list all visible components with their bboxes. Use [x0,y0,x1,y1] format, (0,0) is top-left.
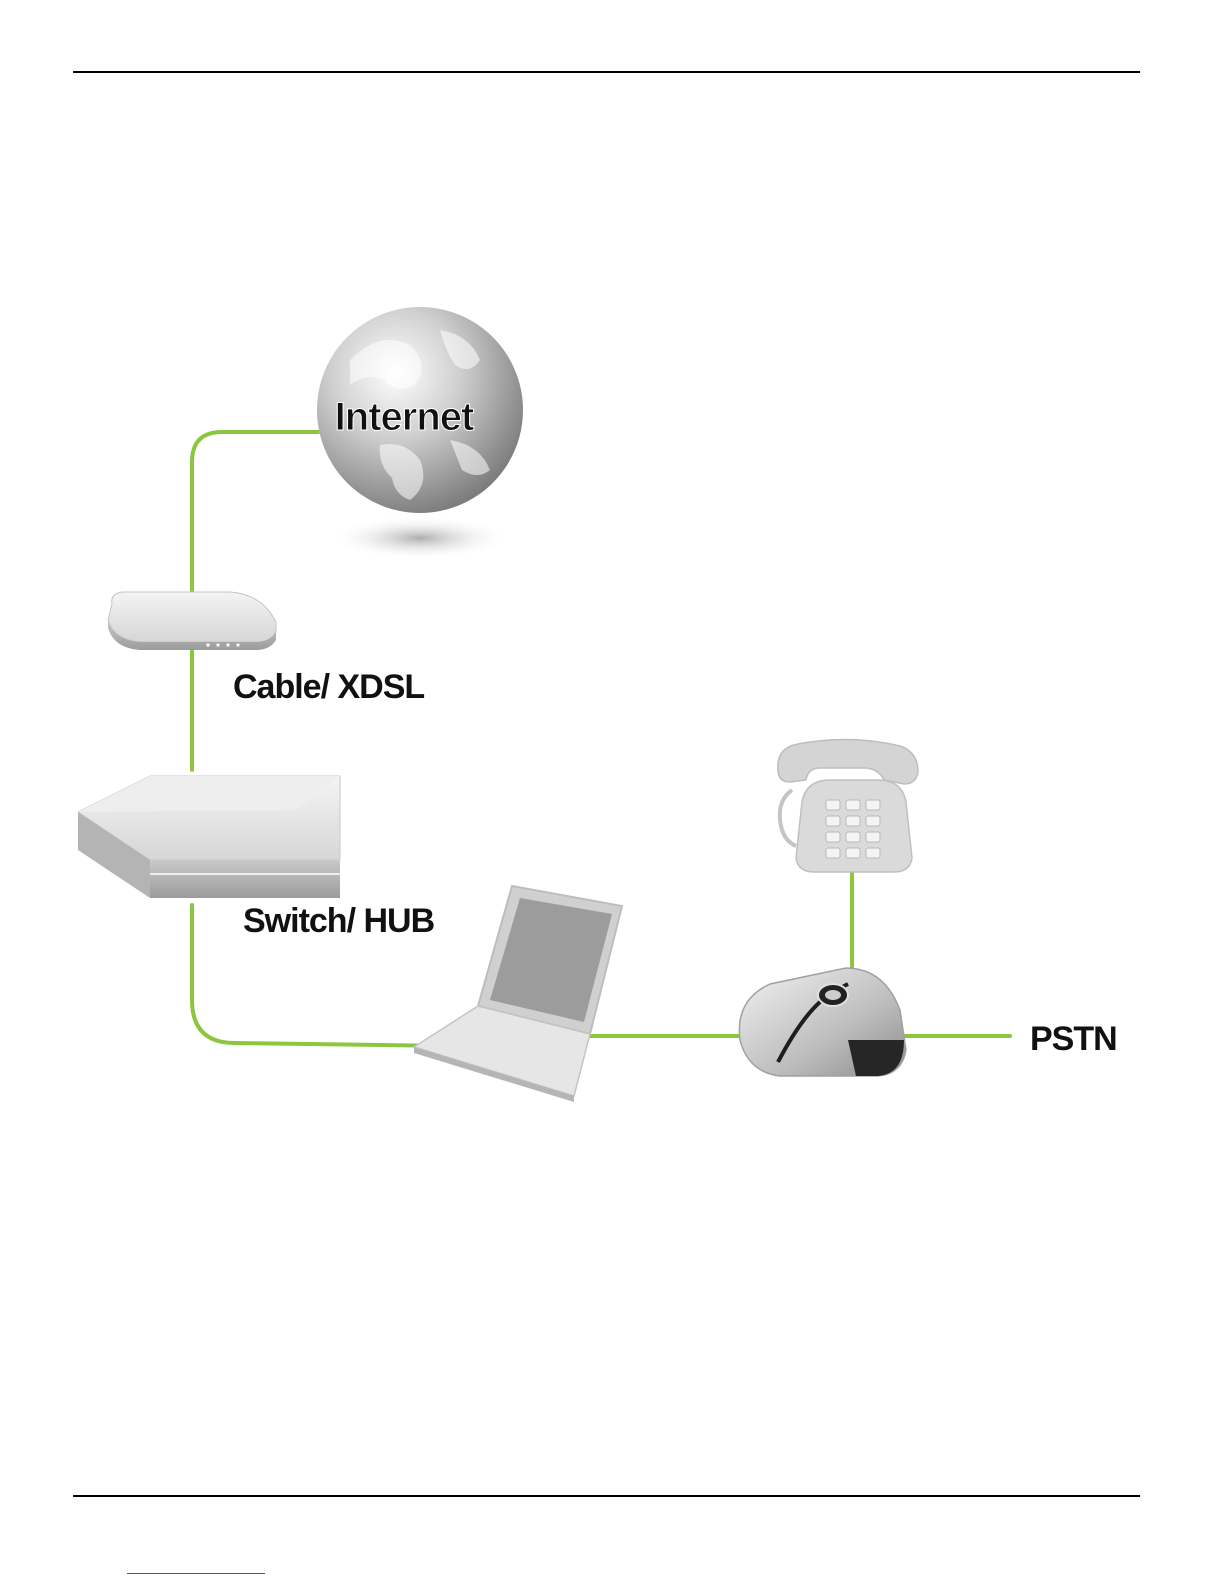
link-internet-modem [192,432,318,598]
switch-node: Switch/ HUB [78,776,435,940]
voip-adapter-node [739,968,906,1076]
modem-icon [108,592,276,642]
modem-node: Cable/ XDSL [108,592,424,706]
internet-label: Internet [335,395,474,439]
pstn-node: PSTN [1030,1020,1117,1058]
switch-label: Switch/ HUB [243,902,435,940]
modem-label: Cable/ XDSL [233,668,424,706]
telephone-handset-icon [778,739,918,784]
laptop-node [414,886,622,1102]
pstn-label: PSTN [1030,1020,1117,1058]
internet-node: Internet [317,307,523,560]
globe-shadow [330,516,510,560]
telephone-node [778,739,918,872]
